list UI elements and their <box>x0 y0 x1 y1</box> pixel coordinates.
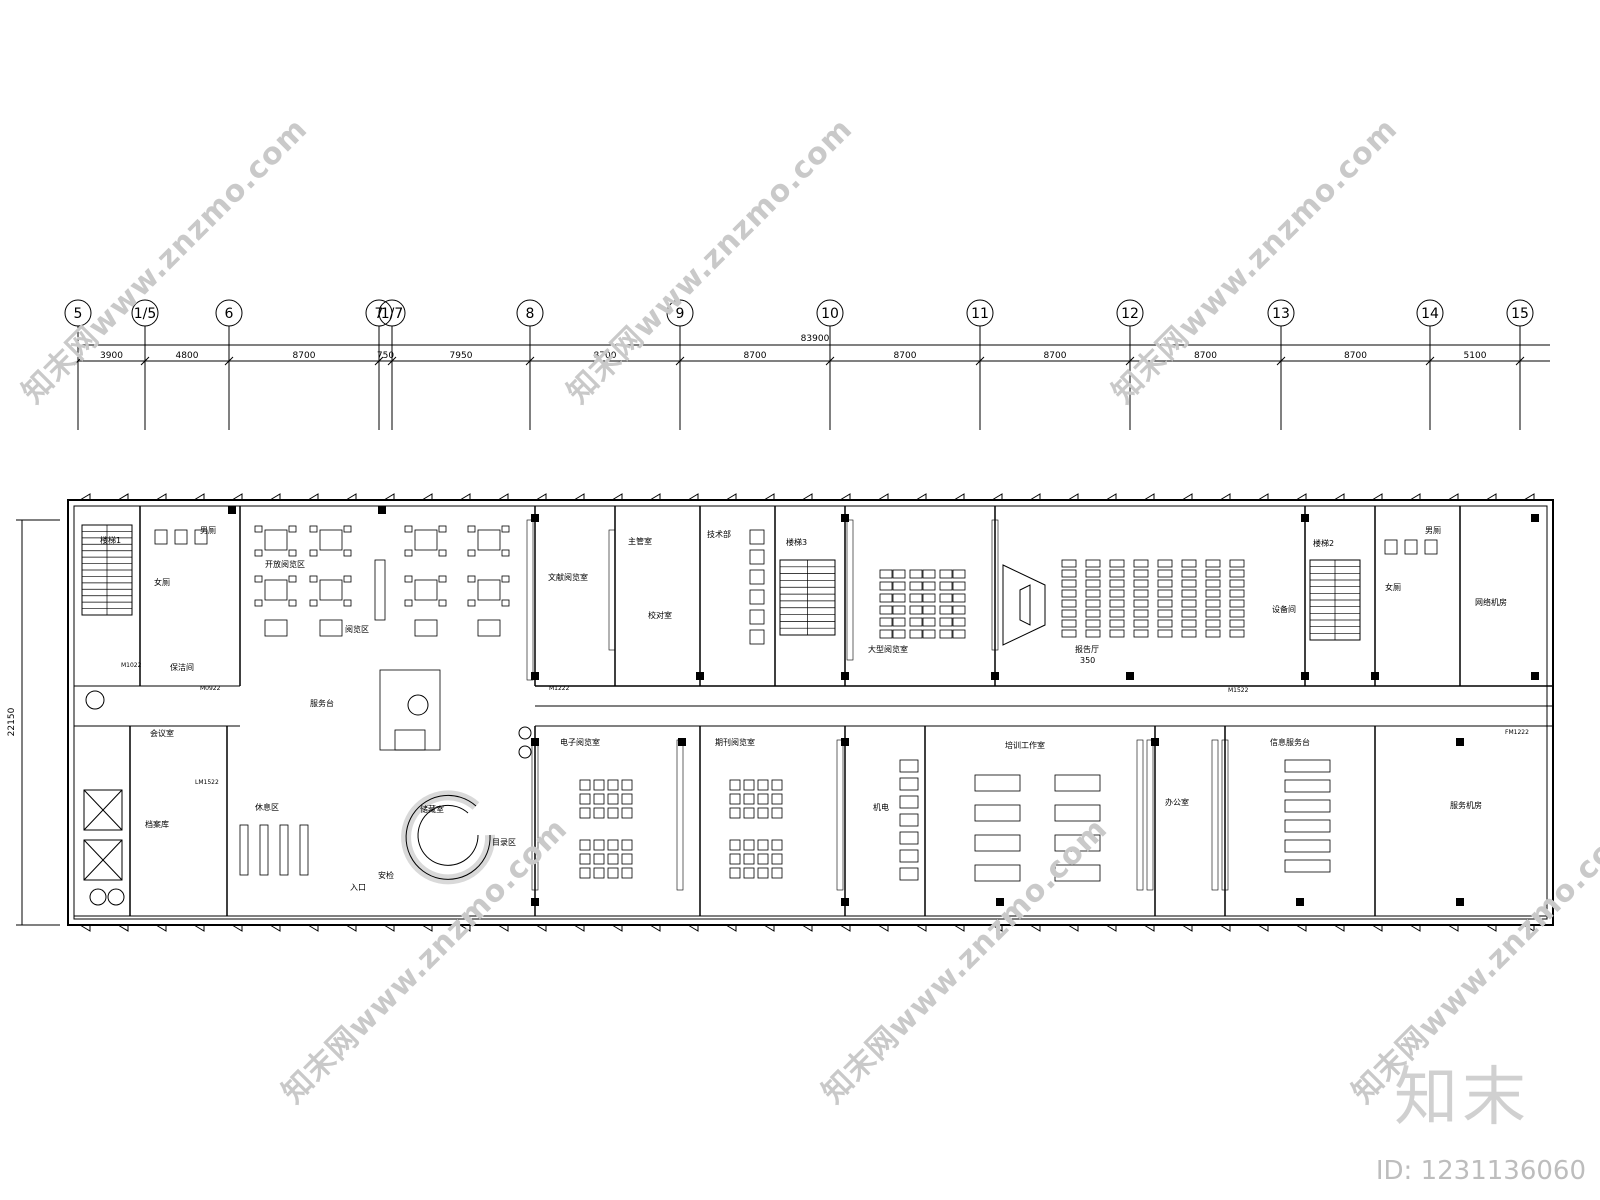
label-reading-open: 开放阅览区 <box>265 559 305 569</box>
door-tag: M1522 <box>1228 687 1249 694</box>
vertical-dimension <box>16 519 60 926</box>
axis-label: 5 <box>74 306 83 322</box>
label-info: 信息服务台 <box>1270 737 1310 747</box>
label-catalog: 目录区 <box>492 838 516 847</box>
interior-walls <box>129 506 1553 916</box>
label-wc-female-2: 女厕 <box>1385 582 1401 592</box>
span-dimension: 8700 <box>1194 351 1217 361</box>
label-office: 办公室 <box>1165 797 1189 807</box>
facade-mullions <box>79 493 1535 932</box>
door-tag: LM1522 <box>195 779 219 786</box>
label-lecture-area: 350 <box>1080 656 1095 665</box>
label-entry: 入口 <box>350 883 366 892</box>
elevators <box>83 789 123 881</box>
stair-1 <box>81 524 133 616</box>
label-service-room: 服务机房 <box>1450 800 1482 810</box>
axis-label: 1/5 <box>134 306 157 322</box>
axis-bubble: 9 <box>666 299 694 430</box>
label-clean: 保洁间 <box>170 662 194 672</box>
projector-icon <box>1002 564 1046 646</box>
image-id: ID: 1231136060 <box>1375 1156 1586 1186</box>
label-equip-room: 机电 <box>873 802 889 812</box>
brand-logo: 知末 <box>1394 1061 1530 1135</box>
axis-bubble: 5 <box>64 299 92 430</box>
label-reading-a: 电子阅览室 <box>560 737 600 747</box>
axis-bubble: 1/5 <box>131 299 159 430</box>
axis-label: 10 <box>821 306 839 322</box>
span-dimension: 8700 <box>1344 351 1367 361</box>
span-dimensions: 3900 4800 8700 750 7950 8700 8700 8700 8700 8700 8… <box>100 351 1487 361</box>
door-tag: M1022 <box>121 662 142 669</box>
span-dimension: 8700 <box>894 351 917 361</box>
building-outline <box>67 499 1554 926</box>
span-dimension: 8700 <box>744 351 767 361</box>
label-equipment: 设备间 <box>1272 604 1296 614</box>
label-stair1: 楼梯1 <box>100 535 121 545</box>
dimension-ticks <box>73 356 1525 366</box>
label-archive: 档案库 <box>145 819 169 829</box>
axis-label: 14 <box>1421 306 1439 322</box>
axis-label: 15 <box>1511 306 1529 322</box>
label-storage: 储藏室 <box>420 804 444 814</box>
axis-label: 6 <box>225 306 234 322</box>
label-service-desk: 服务台 <box>310 698 334 708</box>
axis-bubble: 8 <box>516 299 544 430</box>
furniture <box>154 519 1438 891</box>
plant-icon <box>85 690 532 906</box>
axis-bubble: 15 <box>1506 299 1534 430</box>
label-wc-male-2: 男厕 <box>1425 526 1441 535</box>
axis-label: 9 <box>676 306 685 322</box>
axis-label: 11 <box>971 306 989 322</box>
door-tag: M0922 <box>200 685 221 692</box>
axis-label: 1/7 <box>381 306 404 322</box>
label-rest: 休息区 <box>255 802 279 812</box>
axis-label: 13 <box>1272 306 1290 322</box>
label-wc-male: 男厕 <box>200 526 216 535</box>
label-reading-b: 期刊阅览室 <box>715 737 755 747</box>
span-dimension: 4800 <box>176 351 199 361</box>
axis-bubble: 14 <box>1416 299 1444 430</box>
axis-bubble: 13 <box>1267 299 1295 430</box>
label-proof: 校对室 <box>648 610 672 620</box>
label-classroom-b: 大型阅览室 <box>868 644 908 654</box>
axis-label: 12 <box>1121 306 1139 322</box>
door-tag: FM1222 <box>1505 729 1529 736</box>
span-dimension: 3900 <box>100 351 123 361</box>
span-dimension: 8700 <box>594 351 617 361</box>
door-tag: M1222 <box>549 685 570 692</box>
label-lecture: 报告厅 <box>1075 644 1099 654</box>
span-dimension: 750 <box>377 351 394 361</box>
label-reading-main: 文献阅览室 <box>548 572 588 582</box>
label-security: 安检 <box>378 870 394 880</box>
vertical-dimension-label: 22150 <box>7 707 17 736</box>
label-stair3: 楼梯3 <box>786 537 807 547</box>
label-network: 网络机房 <box>1475 597 1507 607</box>
axis-bubble: 10 <box>816 299 844 430</box>
label-stair2: 楼梯2 <box>1313 538 1334 548</box>
dimension-lines <box>78 344 1550 362</box>
axis-bubble: 12 <box>1116 299 1144 430</box>
label-supervisor: 主管室 <box>628 536 652 546</box>
axis-label: 8 <box>526 306 535 322</box>
axis-bubble: 6 <box>215 299 243 430</box>
stair-2 <box>1309 559 1361 641</box>
axis-bubble: 1/7 <box>378 299 406 430</box>
label-tech: 技术部 <box>707 529 731 539</box>
span-dimension: 8700 <box>293 351 316 361</box>
span-dimension: 7950 <box>450 351 473 361</box>
span-dimension: 8700 <box>1044 351 1067 361</box>
total-dimension: 83900 <box>801 334 830 344</box>
label-wc-female: 女厕 <box>154 577 170 587</box>
stair-3 <box>779 559 836 636</box>
circular-service-desk <box>401 790 496 885</box>
span-dimension: 5100 <box>1464 351 1487 361</box>
label-workshop: 培训工作室 <box>1005 740 1045 750</box>
label-reading-zone: 阅览区 <box>345 624 369 634</box>
structural-columns <box>228 506 1539 906</box>
label-meeting: 会议室 <box>150 728 174 738</box>
axis-bubble: 11 <box>966 299 994 430</box>
